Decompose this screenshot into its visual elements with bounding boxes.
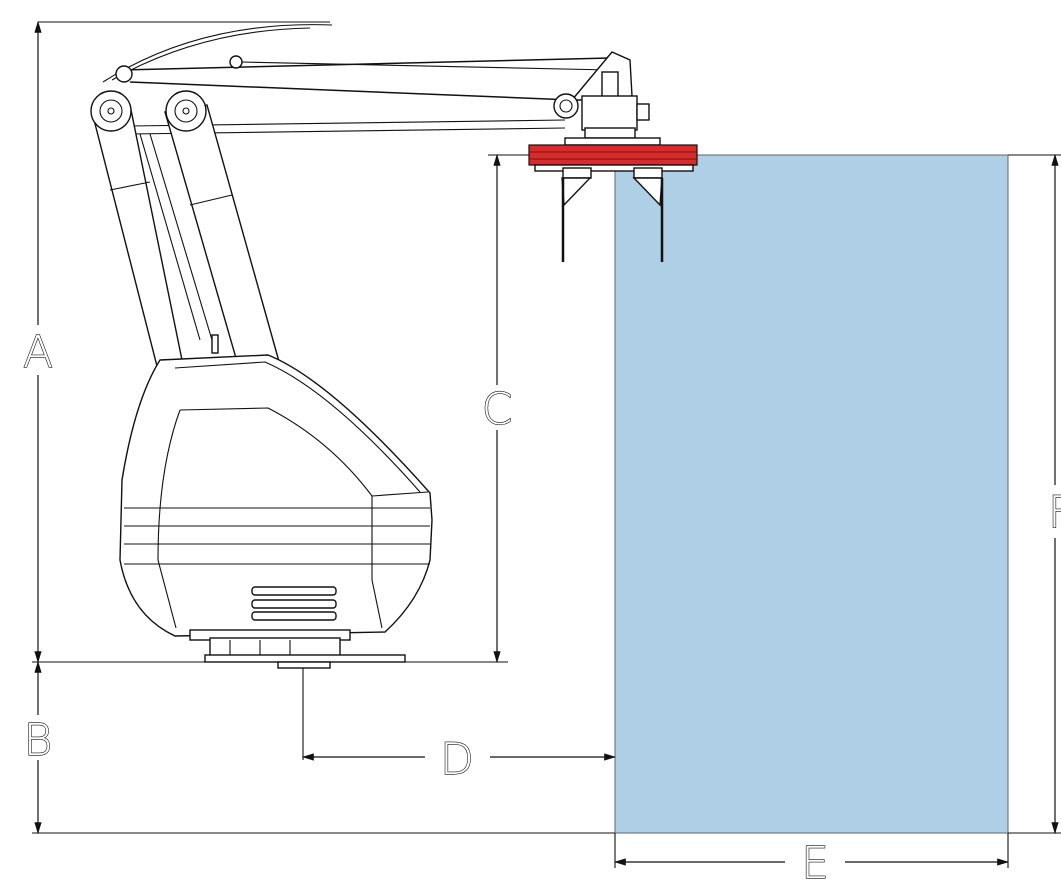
dimension-label-b: B: [24, 715, 53, 766]
dimension-label-e: E: [801, 838, 829, 881]
dimension-label-c: C: [482, 384, 513, 435]
dimension-label-d: D: [440, 734, 474, 785]
reference-lines: [32, 21, 1061, 868]
robot-arm: [90, 24, 661, 373]
pallet-load-area: [614, 154, 1009, 834]
robot-base: [119, 354, 433, 669]
dimension-label-f: F: [1048, 487, 1061, 538]
gripper: [528, 144, 698, 262]
gripper-plate: [528, 144, 698, 166]
dimension-lines: [34, 20, 1059, 866]
dimension-label-a: A: [23, 327, 53, 378]
